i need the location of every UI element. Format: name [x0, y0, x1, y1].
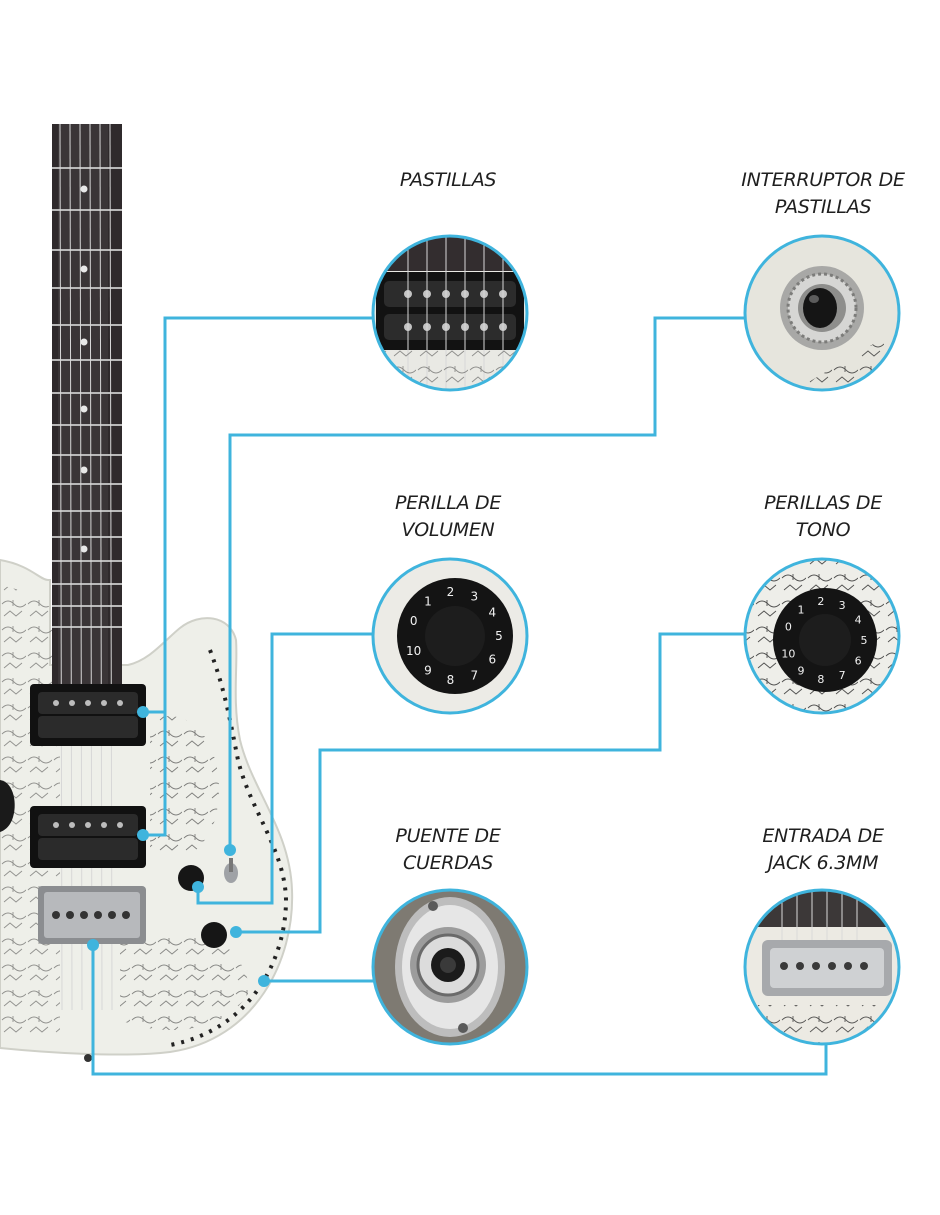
knob-number: 9 [798, 665, 805, 678]
knob-number: 3 [839, 599, 846, 612]
knob-number: 5 [861, 634, 868, 647]
knob-number: 2 [447, 585, 455, 599]
knob-number: 1 [798, 603, 805, 616]
bridge-pickup [30, 806, 146, 868]
knob-number: 1 [424, 594, 432, 608]
tremolo-bridge [38, 886, 146, 944]
knob-number: 2 [817, 595, 824, 608]
neck-pickup [30, 684, 146, 746]
detail-circle-interruptor [743, 234, 901, 392]
knob-number: 10 [781, 647, 795, 660]
knob-number: 4 [488, 606, 496, 620]
knob-number: 3 [470, 590, 478, 604]
tone-knob [201, 922, 227, 948]
leader-dots [87, 706, 270, 987]
label-puente-de-cuerdas: PUENTE DE CUERDAS [395, 825, 501, 874]
leader-lines [91, 316, 828, 1076]
leader-tono [236, 632, 745, 934]
leader-interruptor [228, 316, 745, 850]
label-perilla-de-volumen: PERILLA DE VOLUMEN [394, 492, 502, 541]
knob-number: 8 [447, 673, 455, 687]
knob-number: 6 [488, 652, 496, 666]
knob-number: 7 [839, 669, 846, 682]
label-pastillas: PASTILLAS [399, 169, 497, 191]
knob-number: 6 [855, 655, 862, 668]
knob-number: 8 [817, 673, 824, 686]
knob-number: 0 [785, 621, 792, 634]
label-interruptor-de-pastillas: INTERRUPTOR DE PASTILLAS [741, 169, 905, 218]
leader-pastillas [143, 316, 373, 837]
knob-number: 0 [410, 614, 418, 628]
label-entrada-de-jack: ENTRADA DE JACK 6.3MM [762, 825, 884, 874]
knob-number: 10 [406, 644, 421, 658]
knob-number: 9 [424, 664, 432, 678]
knob-number: 7 [470, 669, 478, 683]
knob-number: 5 [495, 629, 503, 643]
detail-circle-pastillas [371, 234, 529, 392]
label-perillas-de-tono: PERILLAS DE TONO [764, 492, 882, 541]
detail-circle-jack [743, 888, 901, 1046]
toggle-switch [224, 858, 238, 883]
leader-jack [91, 945, 828, 1076]
knob-number: 4 [855, 613, 862, 626]
guitar-image [0, 123, 294, 1062]
detail-circle-puente [371, 888, 529, 1046]
leader-volumen [196, 632, 373, 905]
detail-circle-volumen: 01 2 34 5 67 8 910 [371, 557, 529, 715]
